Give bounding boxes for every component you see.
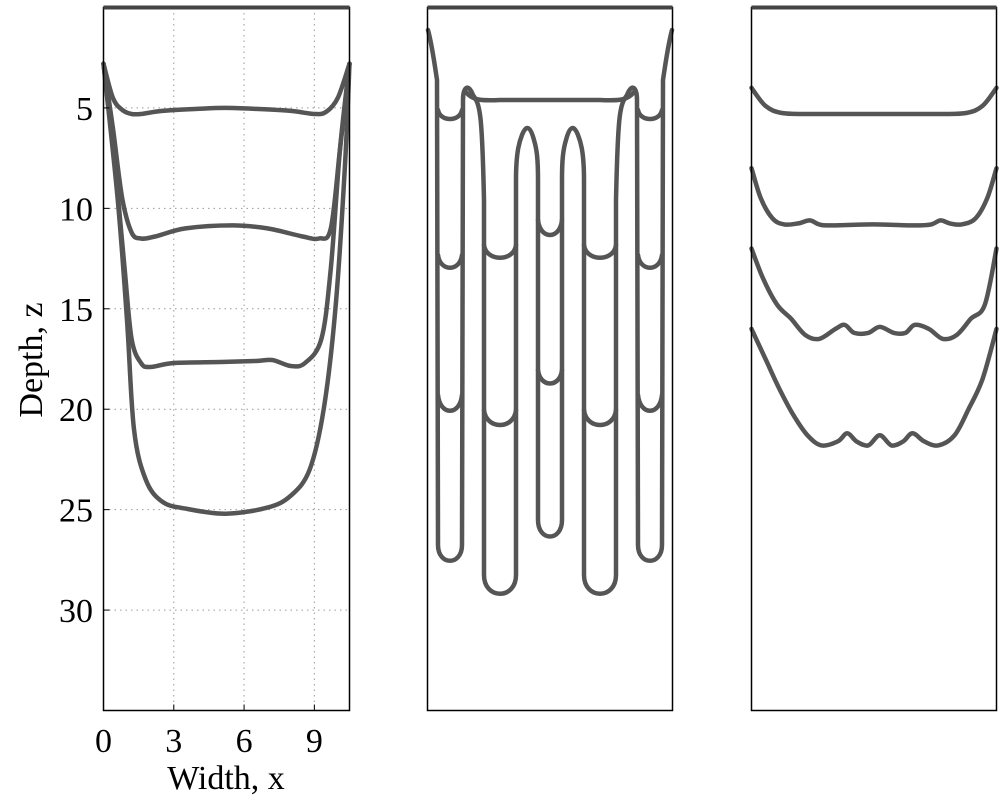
middle-contour-front-3 [435,217,665,270]
left-contour-1 [101,61,352,117]
y-tick-label: 10 [59,191,93,228]
right-contour-3 [749,246,999,342]
x-tick-label: 3 [165,723,182,760]
middle-contour-front-1 [463,89,637,103]
right-contour-2 [749,165,999,228]
left-contour-2 [101,61,352,242]
x-tick-label: 0 [95,723,112,760]
left-contours [101,61,352,516]
right-contours [749,85,999,448]
y-axis-label: Depth, z [13,302,50,417]
panel-left: 0 3 6 9 5 10 15 20 25 30 Width, x Depth, z [13,5,352,797]
y-tick-label: 30 [59,593,93,630]
x-tick-label: 6 [236,723,253,760]
y-tick-label: 25 [59,493,93,530]
middle-contours [425,27,675,596]
x-tick-label: 9 [306,723,323,760]
y-tick-label: 15 [59,292,93,329]
y-tick-label: 5 [76,91,93,128]
middle-contour-front-4 [435,367,665,428]
panel-middle [425,5,675,712]
right-contour-1 [749,85,999,117]
left-yticks: 5 10 15 20 25 30 [59,91,110,630]
middle-contour-front-2 [435,107,665,122]
left-contour-4 [101,61,352,516]
middle-contour-fingers [425,27,675,596]
panel-right [749,5,999,712]
x-axis-label: Width, x [167,760,285,797]
y-tick-label: 20 [59,392,93,429]
right-contour-4 [749,326,999,448]
left-grid [103,7,350,711]
left-xticks: 0 3 6 9 [95,704,323,760]
